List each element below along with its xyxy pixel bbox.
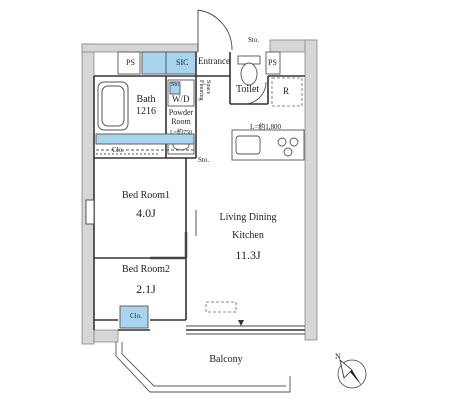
- bath-label: Bath: [136, 94, 156, 105]
- flooring-box: [205, 301, 237, 313]
- sto-top-label: Sto.: [248, 36, 260, 44]
- bedroom1-label: Bed Room1: [121, 190, 171, 201]
- top-storage-strip: [117, 51, 281, 75]
- flooring-label: Flooring: [198, 80, 204, 101]
- bathtub: [97, 81, 129, 131]
- bedroom2-size-label: 2.1J: [136, 282, 156, 296]
- balcony-outline: [115, 342, 291, 393]
- left-window: [85, 199, 95, 225]
- living-label-2: Kitchen: [232, 230, 264, 241]
- entrance-label: Entrance: [198, 56, 230, 66]
- toilet-door: [243, 81, 267, 105]
- entrance-marker: [238, 320, 244, 326]
- sto-small-label: Sto.: [171, 82, 181, 88]
- door-marks: [150, 210, 197, 260]
- closet-strip-left: [95, 133, 195, 155]
- closet-left-label: Clo.: [112, 146, 124, 154]
- washer-area: [167, 79, 195, 107]
- ps-right-label: PS: [268, 58, 277, 67]
- living-label-1: Living Dining: [219, 212, 277, 223]
- entrance-door: [197, 9, 233, 52]
- north-arrow-icon: [337, 358, 367, 389]
- closet-bedroom2: [119, 305, 149, 329]
- bedroom2-label: Bed Room2: [121, 264, 171, 275]
- exterior-walls: [81, 39, 318, 345]
- flooring-sub-label: Space: [205, 80, 211, 95]
- bedroom1-size-label: 4.0J: [136, 206, 156, 220]
- kitchen-counter: [231, 129, 305, 161]
- powder-label-1: Powder: [168, 108, 194, 117]
- balcony-windows: [186, 325, 305, 335]
- wd-label: W/D: [172, 94, 190, 104]
- powder-label-2: Room: [171, 117, 191, 126]
- closet-bottom-label: Clo.: [130, 312, 142, 320]
- toilet-fixture: [237, 55, 261, 86]
- refrigerator-space: [271, 77, 303, 107]
- refrigerator-label: R: [283, 86, 290, 96]
- balcony-label: Balcony: [209, 354, 243, 365]
- toilet-label: Toilet: [236, 84, 260, 95]
- kitchen-dim-label: L=約1,800: [250, 123, 281, 131]
- powder-dim-label: L=約750: [169, 130, 193, 136]
- sic-label: SIC: [176, 58, 189, 67]
- living-size-label: 11.3J: [235, 248, 261, 262]
- sto-mid-label: Sto.: [198, 156, 210, 164]
- bath-size-label: 1216: [136, 106, 156, 117]
- north-label: N: [335, 352, 341, 361]
- ps-left-label: PS: [126, 58, 135, 67]
